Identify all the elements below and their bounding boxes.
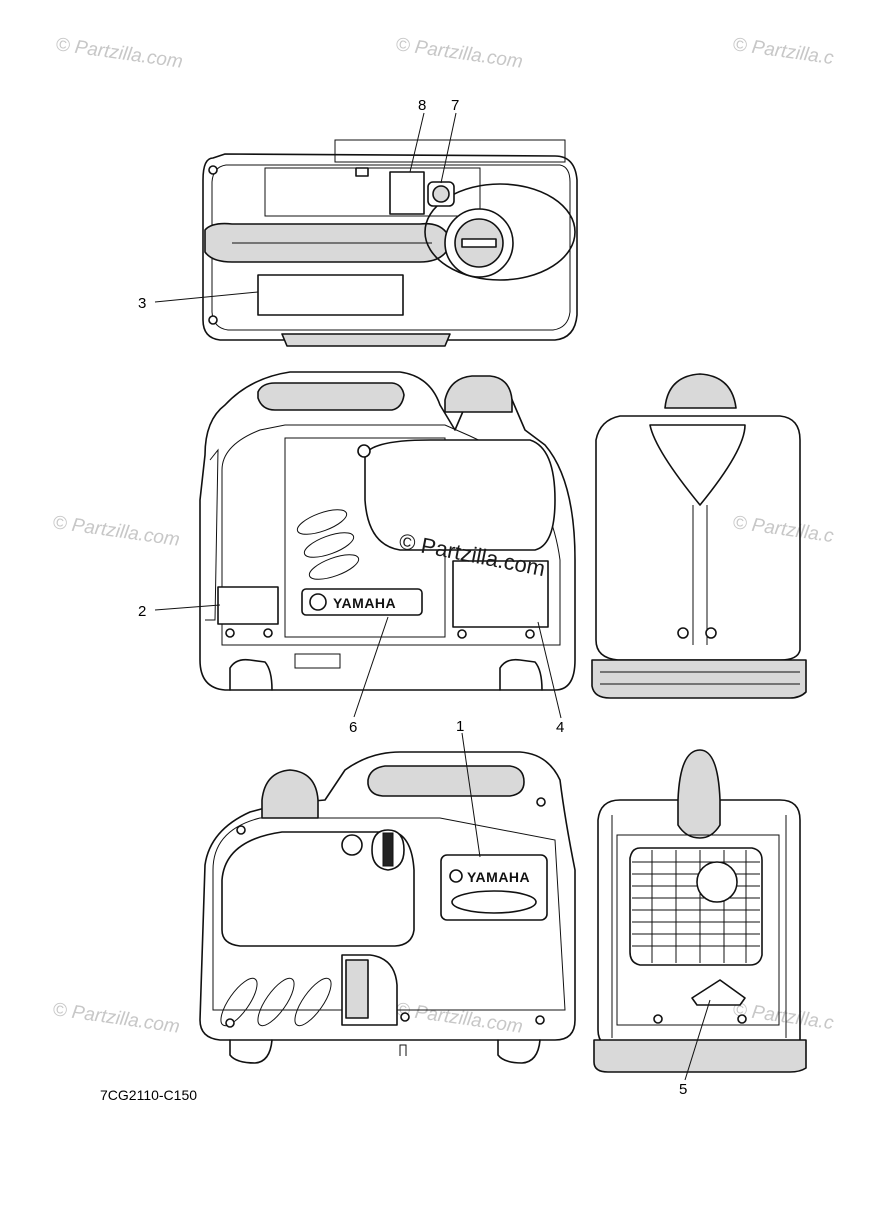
- watermark-bottom-left: © Partzilla.com: [51, 999, 181, 1038]
- generator-side-view: [591, 373, 807, 699]
- watermark-bottom-center: © Partzilla.com: [394, 999, 524, 1038]
- watermark-top-center: © Partzilla.com: [394, 34, 524, 73]
- callout-3: 3: [138, 295, 146, 312]
- watermark-mid-left: © Partzilla.com: [51, 512, 181, 551]
- watermark-top-right: © Partzilla.c: [731, 34, 835, 69]
- generator-top-view: [202, 139, 578, 347]
- grille-lines: [632, 850, 760, 963]
- watermark-bottom-right: © Partzilla.c: [731, 999, 835, 1034]
- generator-back-view: YAMAHA: [199, 751, 576, 1064]
- diagram-code: 7CG2110-C150: [100, 1087, 197, 1103]
- watermark-mid-right: © Partzilla.c: [731, 512, 835, 547]
- brand-logo-back: YAMAHA: [467, 869, 530, 885]
- callout-5: 5: [679, 1081, 687, 1098]
- callout-1: 1: [456, 718, 464, 735]
- leader-lines: [154, 112, 711, 1081]
- brand-logo-front: YAMAHA: [333, 595, 396, 611]
- callout-7: 7: [451, 97, 459, 114]
- callout-labels: 1 2 3 4 5 6 7 8: [138, 97, 687, 1098]
- watermark-top-left: © Partzilla.com: [54, 34, 184, 73]
- generator-rear-side-view: [593, 749, 807, 1073]
- callout-4: 4: [556, 719, 564, 736]
- generator-front-view: YAMAHA: [199, 371, 576, 691]
- callout-6: 6: [349, 719, 357, 736]
- callout-2: 2: [138, 603, 146, 620]
- callout-8: 8: [418, 97, 426, 114]
